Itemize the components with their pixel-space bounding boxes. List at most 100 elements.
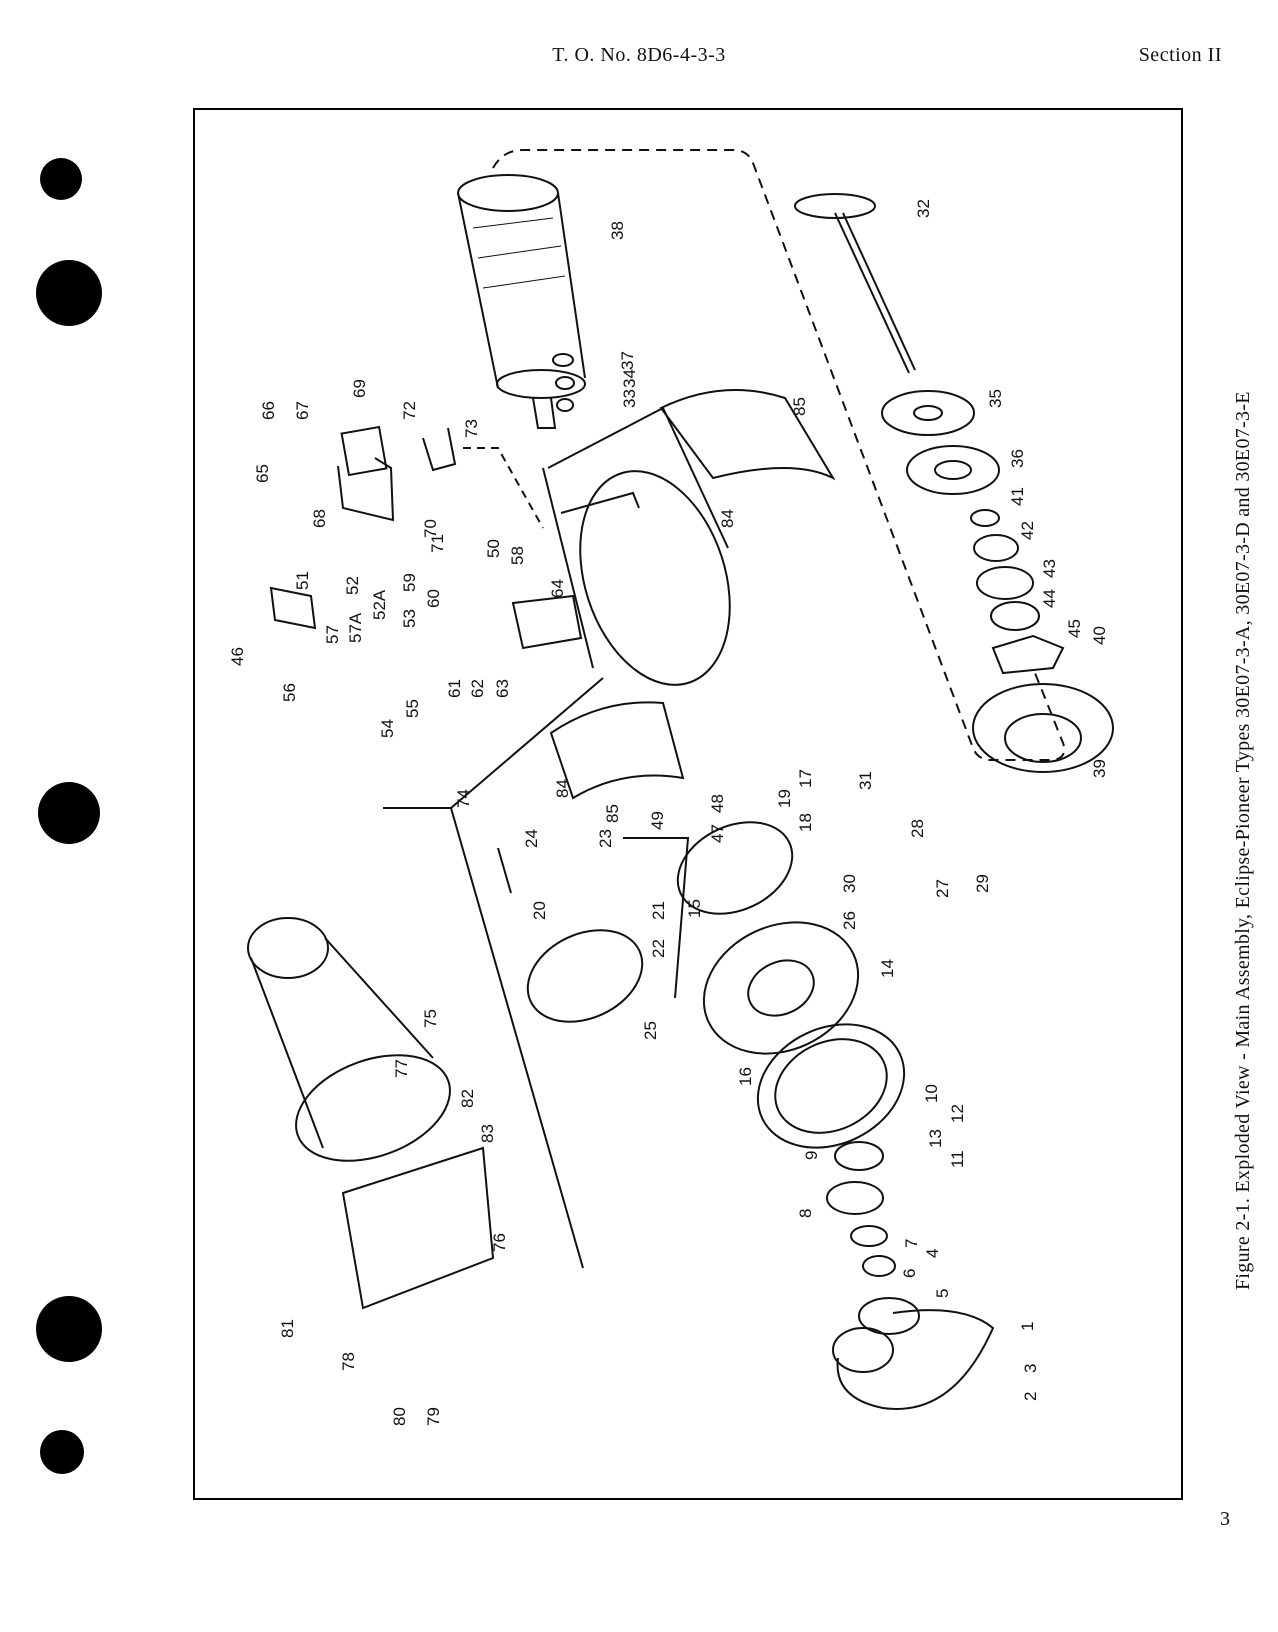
callout-label: 82 (458, 1089, 477, 1108)
callout-label: 71 (428, 534, 447, 553)
callout-label: 33 (620, 389, 639, 408)
callout-label: 59 (400, 573, 419, 592)
callout-label: 35 (986, 389, 1005, 408)
callout-label: 39 (1090, 759, 1109, 778)
callout-label: 81 (278, 1319, 297, 1338)
binder-hole (36, 1296, 102, 1362)
callout-label: 57 (323, 625, 342, 644)
callout-label: 63 (493, 679, 512, 698)
callout-label: 14 (878, 959, 897, 978)
callout-label: 31 (856, 771, 875, 790)
callout-label: 46 (228, 647, 247, 666)
callout-label: 38 (608, 221, 627, 240)
callout-label: 25 (641, 1021, 660, 1040)
section-label: Section II (1138, 44, 1222, 66)
callout-label: 44 (1040, 589, 1059, 608)
callout-label: 3 (1021, 1364, 1040, 1373)
callout-label: 20 (530, 901, 549, 920)
callout-label: 10 (922, 1084, 941, 1103)
callout-label: 61 (445, 679, 464, 698)
callout-label: 17 (796, 769, 815, 788)
callout-label: 51 (293, 571, 312, 590)
callout-label: 1 (1018, 1322, 1037, 1331)
callout-label: 78 (339, 1352, 358, 1371)
callout-label: 11 (948, 1150, 967, 1168)
callout-label: 37 (618, 351, 637, 370)
callout-label: 76 (490, 1233, 509, 1252)
callout-label: 47 (708, 824, 727, 843)
callout-label: 55 (403, 699, 422, 718)
callout-label: 85 (603, 804, 622, 823)
callout-label: 41 (1008, 487, 1027, 506)
callout-label: 56 (280, 683, 299, 702)
figure-frame (193, 108, 1183, 1500)
callout-label: 83 (478, 1124, 497, 1143)
callout-label: 30 (840, 874, 859, 893)
callout-label: 80 (390, 1407, 409, 1426)
callout-label: 48 (708, 794, 727, 813)
callout-label: 49 (648, 811, 667, 830)
callout-label: 8 (796, 1209, 815, 1218)
binder-hole (40, 158, 82, 200)
callout-label: 24 (522, 829, 541, 848)
callout-label: 54 (378, 719, 397, 738)
callout-label: 69 (350, 379, 369, 398)
callout-label: 40 (1090, 626, 1109, 645)
callout-label: 64 (548, 579, 567, 598)
callout-label: 65 (253, 464, 272, 483)
callout-label: 70 (421, 519, 440, 538)
callout-label: 2 (1021, 1392, 1040, 1401)
callout-label: 42 (1018, 521, 1037, 540)
callout-label: 29 (973, 874, 992, 893)
callout-label: 77 (392, 1059, 411, 1078)
callout-label: 45 (1065, 619, 1084, 638)
callout-label: 52A (370, 589, 389, 620)
callout-label: 4 (923, 1249, 942, 1258)
callout-label: 26 (840, 911, 859, 930)
callout-label: 43 (1040, 559, 1059, 578)
callout-label: 9 (802, 1151, 821, 1160)
callout-label: 52 (343, 576, 362, 595)
callout-label: 28 (908, 819, 927, 838)
callout-label: 75 (421, 1009, 440, 1028)
callout-label: 16 (736, 1067, 755, 1086)
callout-label: 21 (649, 901, 668, 920)
callout-label: 84 (718, 509, 737, 528)
callout-label: 15 (685, 899, 704, 918)
binder-hole (40, 1430, 84, 1474)
callout-label: 60 (424, 589, 443, 608)
callout-label: 53 (400, 609, 419, 628)
callout-label: 66 (259, 401, 278, 420)
callout-label: 34 (620, 369, 639, 388)
callout-label: 6 (900, 1269, 919, 1278)
callout-label: 58 (508, 546, 527, 565)
exploded-view-illustration: 1 2 3 4 5 6 7 8 9 10 11 12 13 14 15 16 1… (228, 149, 1114, 1426)
callout-label: 74 (454, 789, 473, 808)
callout-label: 18 (796, 813, 815, 832)
callout-label: 79 (424, 1407, 443, 1426)
callout-label: 68 (310, 509, 329, 528)
doc-number: T. O. No. 8D6-4-3-3 (552, 44, 726, 66)
callout-label: 23 (596, 829, 615, 848)
figure-caption: Figure 2-1. Exploded View - Main Assembl… (1232, 391, 1254, 1290)
callout-label: 22 (649, 939, 668, 958)
callout-label: 73 (462, 419, 481, 438)
binder-hole (36, 260, 102, 326)
callout-label: 50 (484, 539, 503, 558)
callout-label: 85 (790, 397, 809, 416)
callout-label: 5 (933, 1289, 952, 1298)
callout-label: 72 (400, 401, 419, 420)
binder-hole (38, 782, 100, 844)
callout-label: 36 (1008, 449, 1027, 468)
callout-label: 32 (914, 199, 933, 218)
callout-label: 27 (933, 879, 952, 898)
callout-label: 84 (553, 779, 572, 798)
callout-label: 67 (293, 401, 312, 420)
callout-label: 13 (926, 1129, 945, 1148)
callout-label: 19 (775, 789, 794, 808)
callout-label: 12 (948, 1104, 967, 1123)
callout-label: 57A (346, 612, 365, 643)
callout-label: 7 (902, 1239, 921, 1248)
page-number: 3 (1220, 1508, 1230, 1530)
callout-label: 62 (468, 679, 487, 698)
